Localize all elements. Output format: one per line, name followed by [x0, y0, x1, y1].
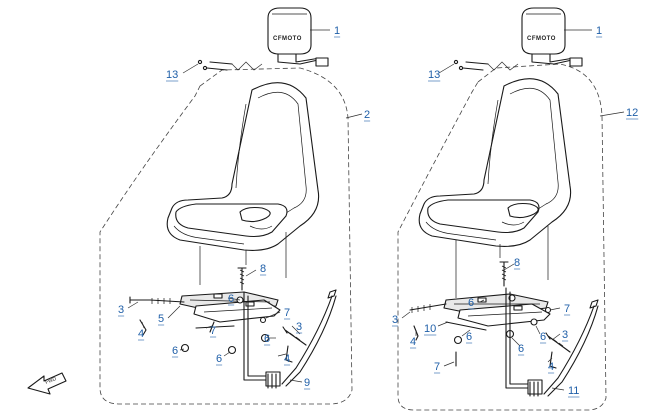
- callout-7-right-b: 7: [434, 361, 440, 373]
- callout-6-right-b: 6: [466, 331, 472, 343]
- leader-lines: [127, 29, 625, 391]
- callout-6-right-d: 6: [540, 331, 546, 343]
- callout-12: 12: [626, 107, 638, 119]
- right-headrest-bolts: [453, 59, 519, 71]
- right-slide-rails: [409, 293, 551, 331]
- callout-7-left-a: 7: [284, 307, 290, 319]
- right-assembly: CFMOTO: [397, 7, 607, 411]
- callout-8-left: 8: [260, 263, 266, 275]
- left-bolt-8: [237, 267, 247, 291]
- right-seat: [418, 78, 572, 247]
- callout-4-right-b: 4: [548, 361, 554, 373]
- callout-3-right-a: 3: [392, 314, 398, 326]
- front-direction-arrow: FWD: [27, 372, 67, 395]
- left-cable-9: [243, 289, 337, 389]
- callout-4-left-a: 4: [138, 328, 144, 340]
- left-slide-rails: [149, 291, 281, 329]
- callout-6-left-c: 6: [172, 345, 178, 357]
- callout-3-right-b: 3: [562, 329, 568, 341]
- right-headrest: CFMOTO: [521, 7, 583, 67]
- right-bolt-8: [499, 261, 509, 287]
- left-seat: [166, 82, 320, 251]
- callout-4-left-b: 4: [284, 353, 290, 365]
- callout-13-left: 13: [166, 69, 178, 81]
- right-boundary-outline: [397, 63, 607, 411]
- callout-13-right: 13: [428, 69, 440, 81]
- left-headrest-logo: CFMOTO: [273, 36, 302, 42]
- callout-1-right: 1: [596, 25, 602, 37]
- callout-11: 11: [568, 385, 579, 397]
- callout-1-left: 1: [334, 25, 340, 37]
- callout-9: 9: [304, 377, 310, 389]
- callout-4-right-a: 4: [410, 336, 416, 348]
- left-headrest: CFMOTO: [267, 7, 329, 67]
- right-cable-11: [505, 287, 599, 397]
- left-assembly: CFMOTO: [27, 7, 353, 405]
- callout-5: 5: [158, 313, 164, 325]
- callout-3-left-a: 3: [118, 304, 124, 316]
- left-boundary-outline: [99, 67, 353, 405]
- callout-labels: 1 13 2 8 3 4 5 6 7 6 7 3 6 6 4 9 1 13 12…: [118, 25, 639, 398]
- callout-7-right-a: 7: [564, 303, 570, 315]
- right-headrest-logo: CFMOTO: [527, 36, 556, 42]
- callout-3-left-b: 3: [296, 321, 302, 333]
- callout-6-left-a: 6: [228, 293, 234, 305]
- callout-7-left-b: 7: [210, 325, 216, 337]
- left-headrest-bolts: [197, 59, 263, 71]
- callout-6-right-c: 6: [518, 343, 524, 355]
- front-arrow-label: FWD: [45, 376, 58, 386]
- callout-6-right-a: 6: [468, 297, 474, 309]
- callout-8-right: 8: [514, 257, 520, 269]
- callout-6-left-d: 6: [216, 353, 222, 365]
- callout-10: 10: [424, 323, 436, 335]
- callout-2: 2: [364, 109, 370, 121]
- callout-6-left-b: 6: [264, 333, 270, 345]
